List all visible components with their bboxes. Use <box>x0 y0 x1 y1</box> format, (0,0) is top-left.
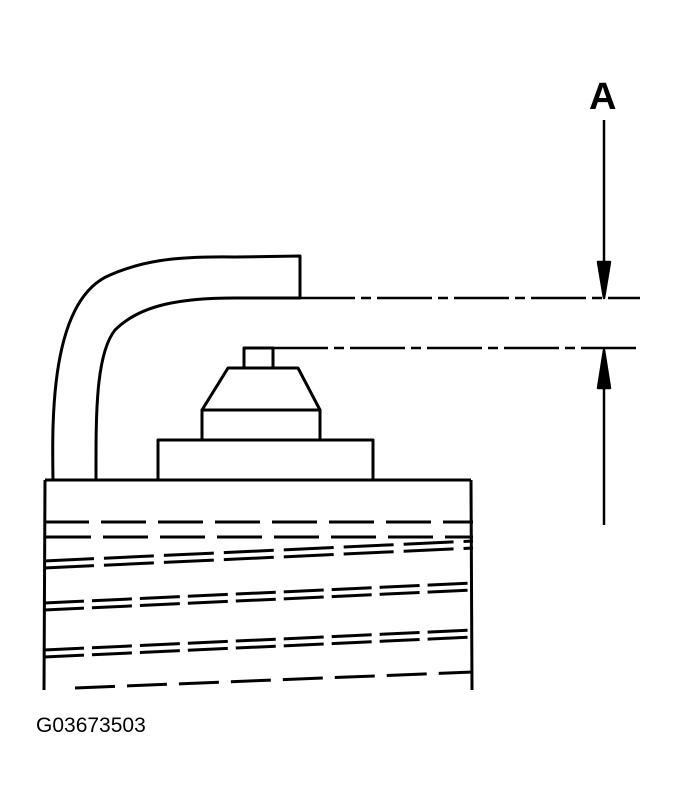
insulator-base <box>156 438 375 482</box>
arrow-up-head <box>596 348 612 390</box>
figure-id: G03673503 <box>36 714 146 737</box>
arrow-down-head <box>596 260 612 300</box>
insulator-step <box>200 408 322 442</box>
threaded-body <box>42 478 474 691</box>
insulator-cone <box>200 366 322 412</box>
ground-electrode <box>51 254 302 481</box>
center-electrode-tip <box>242 346 275 370</box>
dimension-lines <box>273 120 640 525</box>
dimension-label: A <box>589 76 617 118</box>
